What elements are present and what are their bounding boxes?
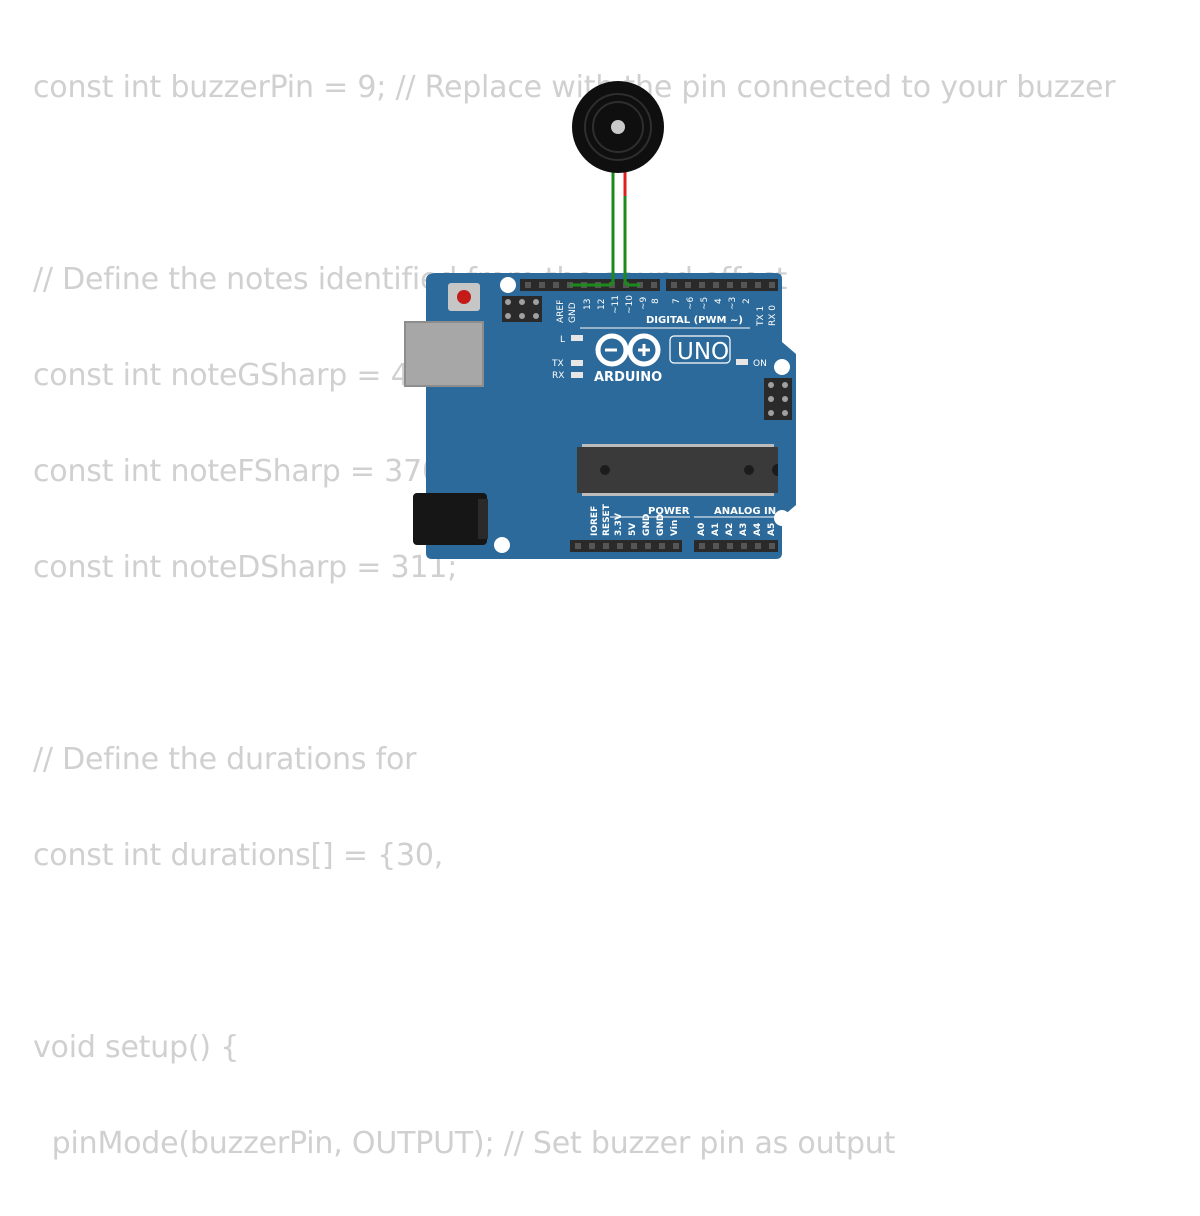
pin-label: ~3 [728,297,738,310]
code-line: const int noteFSharp = 370; [33,454,451,489]
power-header [570,540,682,552]
pin-label: RESET [602,503,612,536]
code-line: const int noteGSharp = 415; [33,358,458,393]
pin-label: GND [568,302,578,323]
led-tx-label: TX [551,359,564,369]
pin-label: A3 [739,523,749,536]
pin-label: 2 [742,298,752,304]
power-pin-labels: IOREF RESET 3.3V 5V GND GND Vin [590,503,680,536]
model-label: UNO [677,339,729,365]
pin-label: GND [656,514,666,536]
pin-label: A4 [753,523,763,536]
power-jack [413,493,488,545]
power-label: POWER [648,506,690,517]
pin-label: 12 [597,299,607,310]
led-rx-label: RX [552,371,564,381]
pin-label: 4 [714,298,724,304]
code-line [33,640,1115,688]
piezo-buzzer[interactable] [572,81,664,173]
code-line: const int durations[] = {30, [33,838,444,873]
code-line: void setup() { [33,1030,240,1065]
reset-button[interactable] [448,283,480,311]
analog-header [694,540,778,552]
pin-label: A2 [725,523,735,536]
pin-label: ~9 [639,296,649,310]
pin-label: GND [642,514,652,536]
code-line: // Define the durations for [33,742,417,777]
code-line: const int buzzerPin = 9; // Replace with… [33,70,1116,105]
pin-label: RX 0 [768,305,778,326]
microcontroller-chip [577,444,778,496]
usb-connector [404,321,484,387]
pin-label: A5 [767,523,777,536]
wire-buzzer-pin9[interactable] [623,196,640,287]
pin-label: 7 [672,298,682,304]
led-tx: TX [551,359,583,369]
pin-label: ~5 [700,297,710,310]
pin-label: Vin [670,520,680,536]
analog-label: ANALOG IN [714,506,776,517]
analog-pin-labels: A0 A1 A2 A3 A4 A5 [697,523,777,536]
led-on-label: ON [753,359,767,369]
pin-label: A0 [697,523,707,536]
code-line [33,928,1115,976]
mounting-hole [774,359,790,375]
pin-label: 13 [583,299,593,310]
code-line: const int noteDSharp = 311; [33,550,458,585]
pin-label: 8 [651,298,661,304]
brand-label: ARDUINO [594,370,662,385]
mounting-hole [774,510,790,526]
code-line: pinMode(buzzerPin, OUTPUT); // Set buzze… [33,1126,896,1161]
mounting-hole [500,277,516,293]
digital-header-label: DIGITAL (PWM ~) [646,315,743,326]
led-on: ON [736,359,767,369]
pin-label: ~10 [625,295,635,314]
pin-label: TX 1 [756,306,766,327]
circuit-diagram: AREF GND 13 12 ~11 ~10 ~9 8 7 ~6 ~5 4 ~3… [404,81,796,559]
digital-pin-labels: AREF GND 13 12 ~11 ~10 ~9 8 7 ~6 ~5 4 ~3… [556,295,778,327]
pin-label: ~11 [611,295,621,314]
pin-label: IOREF [590,506,600,536]
icsp-header-right [764,378,792,420]
wire-buzzer-gnd[interactable] [570,172,615,287]
led-rx: RX [552,371,583,381]
digital-header-right [666,279,778,291]
mounting-hole [494,537,510,553]
led-l: L [560,335,583,345]
pin-label: ~6 [686,296,696,310]
pin-label: A1 [711,523,721,536]
model-box [669,335,731,364]
pin-label: AREF [556,300,566,323]
icsp-header-top [502,296,542,322]
pin-label: 5V [628,523,638,536]
pin-label: 3.3V [614,513,624,536]
arduino-infinity-logo [595,333,661,367]
led-l-label: L [560,335,565,345]
